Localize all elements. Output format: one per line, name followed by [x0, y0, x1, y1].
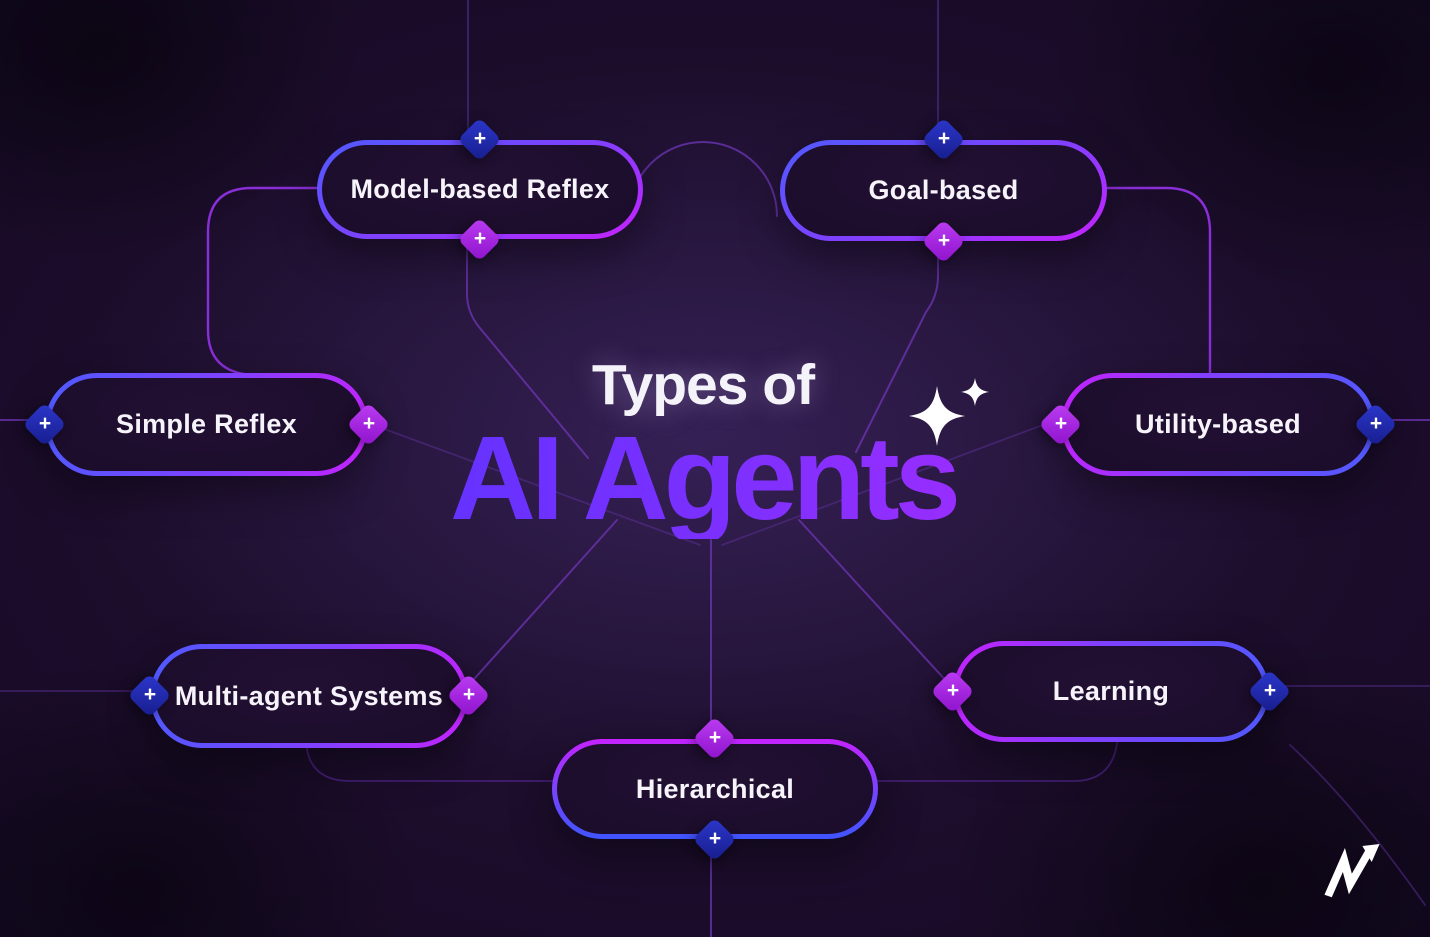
node-pill: Goal-based: [785, 145, 1102, 236]
plus-icon: +: [1264, 678, 1277, 702]
plus-icon: +: [709, 827, 722, 851]
plus-icon: +: [947, 678, 960, 702]
node-label: Multi-agent Systems: [174, 680, 444, 711]
plus-icon: +: [363, 411, 376, 435]
brand-m-arrow-logo-icon: [1324, 844, 1380, 898]
node-pill: Multi-agent Systems: [155, 649, 463, 743]
node-label: Model-based Reflex: [350, 174, 610, 204]
plus-icon: +: [474, 227, 487, 251]
node-model-based-reflex[interactable]: Model-based Reflex + +: [317, 117, 643, 262]
plus-icon: +: [709, 726, 722, 750]
plus-icon: +: [1055, 411, 1068, 435]
node-goal-based[interactable]: Goal-based + +: [780, 117, 1107, 264]
node-simple-reflex[interactable]: Simple Reflex + +: [22, 373, 391, 476]
node-multi-agent-systems[interactable]: Multi-agent Systems + +: [127, 644, 491, 748]
vignette: [0, 0, 360, 260]
plus-icon: +: [39, 411, 52, 435]
plus-icon: +: [463, 683, 476, 707]
node-pill: Learning: [958, 646, 1264, 737]
node-label: Learning: [1052, 676, 1170, 706]
node-pill: Hierarchical: [557, 744, 873, 834]
plus-icon: +: [937, 229, 950, 253]
node-learning[interactable]: Learning + +: [930, 641, 1292, 742]
node-label: Goal-based: [868, 175, 1019, 205]
node-hierarchical[interactable]: Hierarchical + +: [552, 716, 878, 862]
node-utility-based[interactable]: Utility-based + +: [1038, 373, 1398, 476]
plus-icon: +: [1370, 411, 1383, 435]
node-pill: Model-based Reflex: [322, 145, 638, 234]
node-label: Simple Reflex: [116, 409, 297, 439]
node-pill: Utility-based: [1066, 378, 1370, 471]
plus-icon: +: [144, 683, 157, 707]
node-pill: Simple Reflex: [50, 378, 363, 471]
sparkle-icon: [909, 378, 989, 446]
node-label: Hierarchical: [635, 773, 795, 804]
plus-icon: +: [474, 127, 487, 151]
vignette: [1050, 0, 1430, 290]
plus-icon: +: [937, 127, 950, 151]
node-label: Utility-based: [1135, 409, 1301, 439]
